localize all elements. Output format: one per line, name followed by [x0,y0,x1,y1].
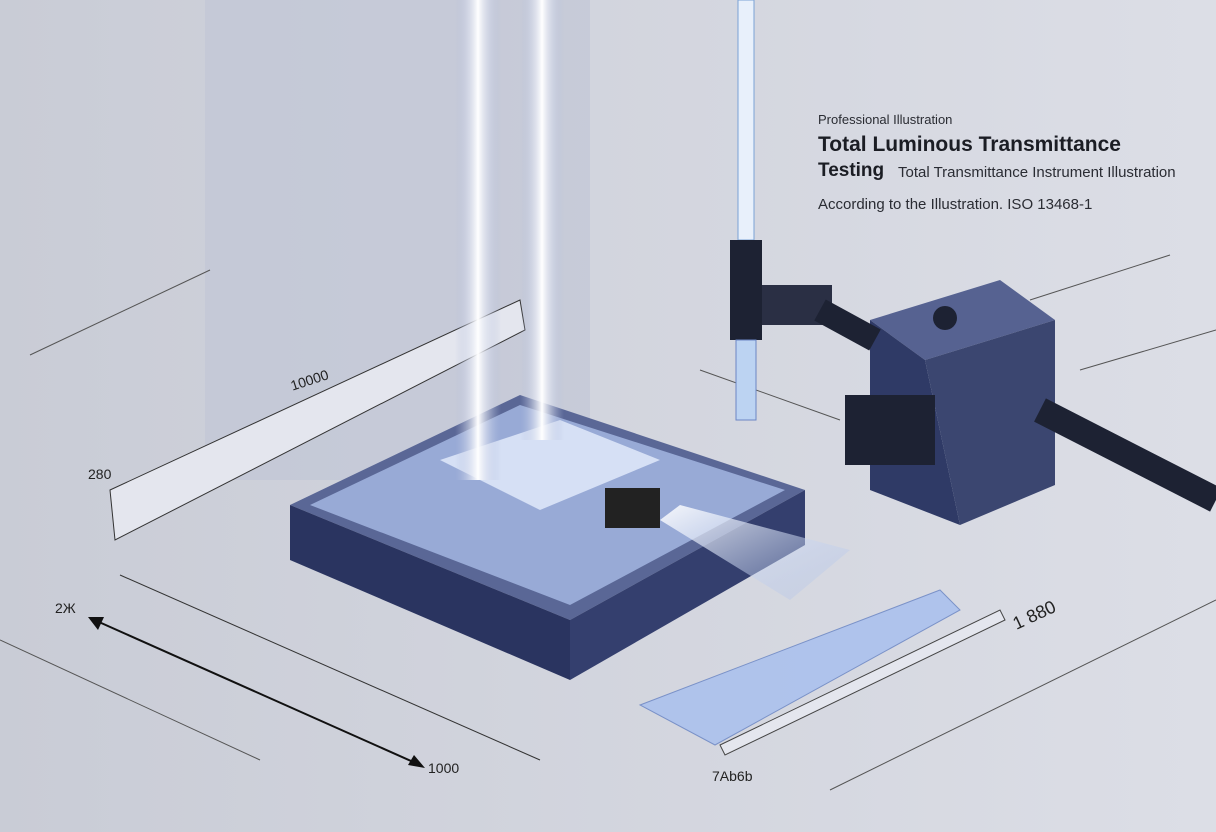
right-ruler [719,609,1006,756]
subtitle: Professional Illustration [818,112,953,127]
glass-sample [638,589,961,746]
title-line-2-rest: Total Transmittance Instrument Illustrat… [898,164,1176,181]
arrow-end-label: 1000 [428,760,460,776]
left-mark-label: 280 [88,466,112,482]
measure-arrow [88,617,425,768]
instrument-box [814,280,1216,525]
arrow-start-label: 2Ж [55,600,76,616]
title-line-1: Total Luminous Transmittance [818,133,1121,156]
lower-ruler [119,574,541,761]
sensor-chip [605,488,660,528]
guide-lines [0,254,1216,791]
bottom-ruler-label: 7Ab6b [712,768,753,784]
light-column-2 [520,0,564,440]
standard-text: According to the Illustration. ISO 13468… [818,196,1093,213]
light-beam [660,505,850,600]
title-line-2: Testing [818,160,885,181]
light-column-1 [455,0,501,480]
